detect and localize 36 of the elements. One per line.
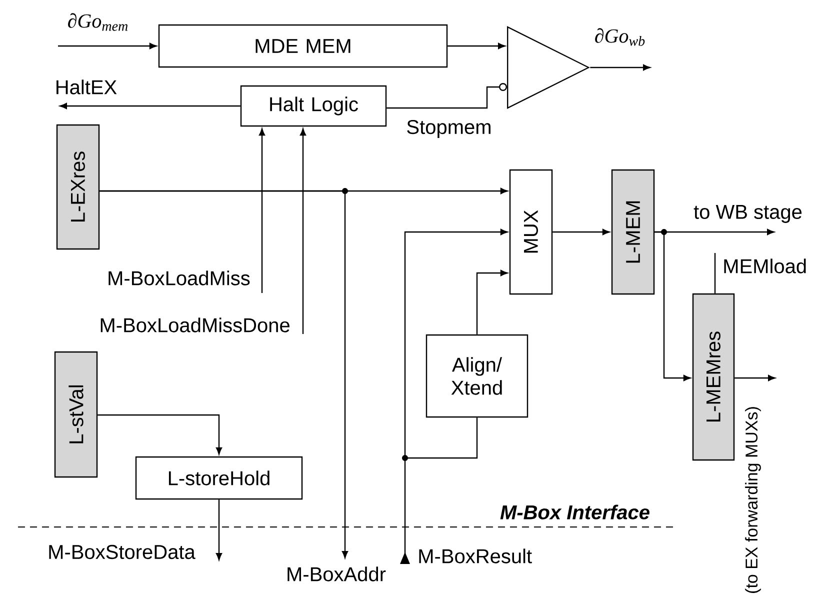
arrow: [590, 64, 650, 71]
arrow: [552, 228, 610, 236]
arrow: [98, 414, 222, 455]
arrow: [448, 42, 506, 50]
arrow: [734, 374, 776, 382]
signal-label: Stopmem: [407, 120, 490, 138]
logic-box: MDE MEM: [158, 24, 448, 68]
interface-label: M-Box Interface: [500, 504, 650, 520]
logic-box: L-storeHold: [135, 456, 303, 500]
signal-label: HaltEX: [56, 80, 117, 94]
signal-label: ∂Go$_{mem}$: [68, 13, 128, 31]
signal-label: M-BoxLoadMiss: [108, 270, 250, 286]
signal-label: M-BoxResult: [419, 548, 532, 564]
register-box: L-stVal: [54, 351, 98, 478]
arrow: [386, 83, 507, 109]
register-box: L-MEM: [611, 169, 655, 295]
arrow: [476, 270, 508, 334]
arrow: [258, 128, 266, 293]
logic-box: Align/ Xtend: [426, 334, 528, 418]
arrow: [654, 231, 691, 382]
arrow: [300, 128, 306, 334]
signal-label: M-BoxAddr: [288, 566, 386, 582]
signal-label: ∂Go$_{wb}$: [595, 28, 645, 46]
arrow: [58, 42, 157, 50]
arrow: [216, 500, 222, 560]
register-box: L-EXres: [56, 124, 100, 250]
signal-label: to WB stage: [694, 205, 802, 223]
signal-label: M-BoxStoreData: [49, 544, 196, 560]
register-box: L-MEMres: [692, 293, 735, 461]
edge-label: (to EX forwarding MUXs): [745, 407, 761, 593]
mux-box: MUX: [509, 169, 553, 295]
logic-box: Halt Logic: [240, 85, 387, 127]
arrow: [100, 190, 348, 558]
arrow: [60, 102, 240, 110]
signal-label: MEMload: [724, 258, 806, 274]
signal-label: M-BoxLoadMissDone: [100, 318, 290, 332]
